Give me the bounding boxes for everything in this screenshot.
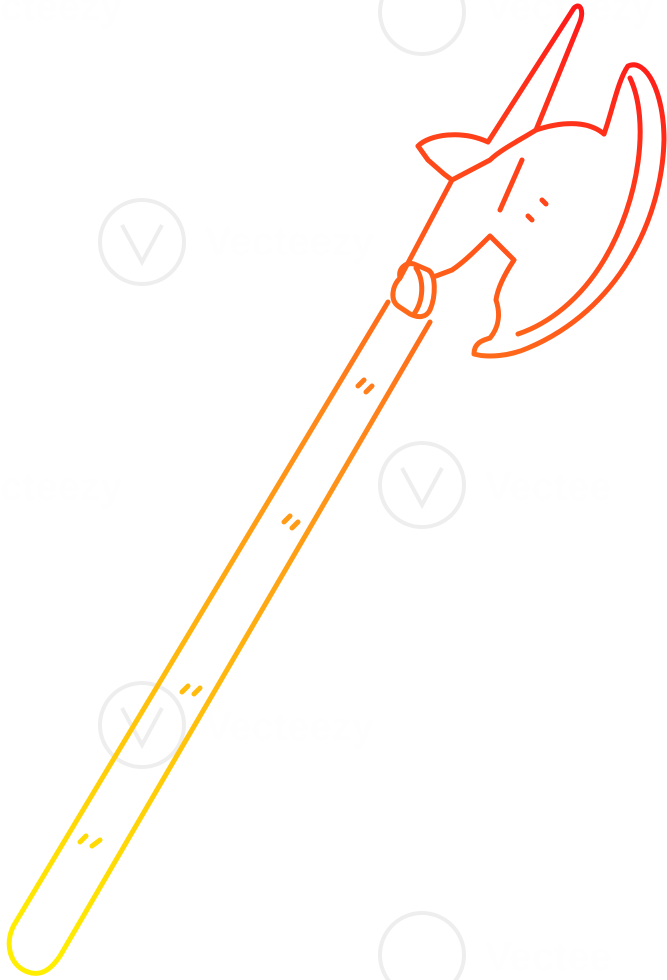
halberd-blade (433, 62, 667, 359)
halberd-neck (397, 3, 607, 281)
shaft-grain-3 (179, 683, 203, 697)
shaft-grain-1 (355, 377, 375, 395)
svg-text:Vectee: Vectee (485, 465, 612, 509)
halberd-collar (390, 261, 437, 320)
halberd-blade-inner (515, 75, 643, 337)
vecteezy-logo (98, 0, 466, 980)
svg-text:Vecteezy: Vecteezy (205, 220, 375, 264)
svg-text:cteezy: cteezy (0, 465, 123, 509)
svg-text:cteezy: cteezy (0, 0, 123, 29)
halberd-head-dot-1 (539, 197, 549, 207)
halberd-head-body (449, 127, 539, 183)
shaft-grain-4 (77, 833, 103, 849)
halberd-collar-inner (411, 265, 425, 317)
shaft-grain-2 (281, 513, 301, 531)
halberd-head-mark (497, 157, 525, 213)
halberd-drawing (6, 3, 667, 976)
svg-text:Vectee: Vectee (485, 935, 612, 979)
halberd-shaft (6, 299, 433, 976)
svg-text:Vecteezy: Vecteezy (205, 705, 375, 749)
halberd-head-dot-2 (525, 213, 535, 223)
